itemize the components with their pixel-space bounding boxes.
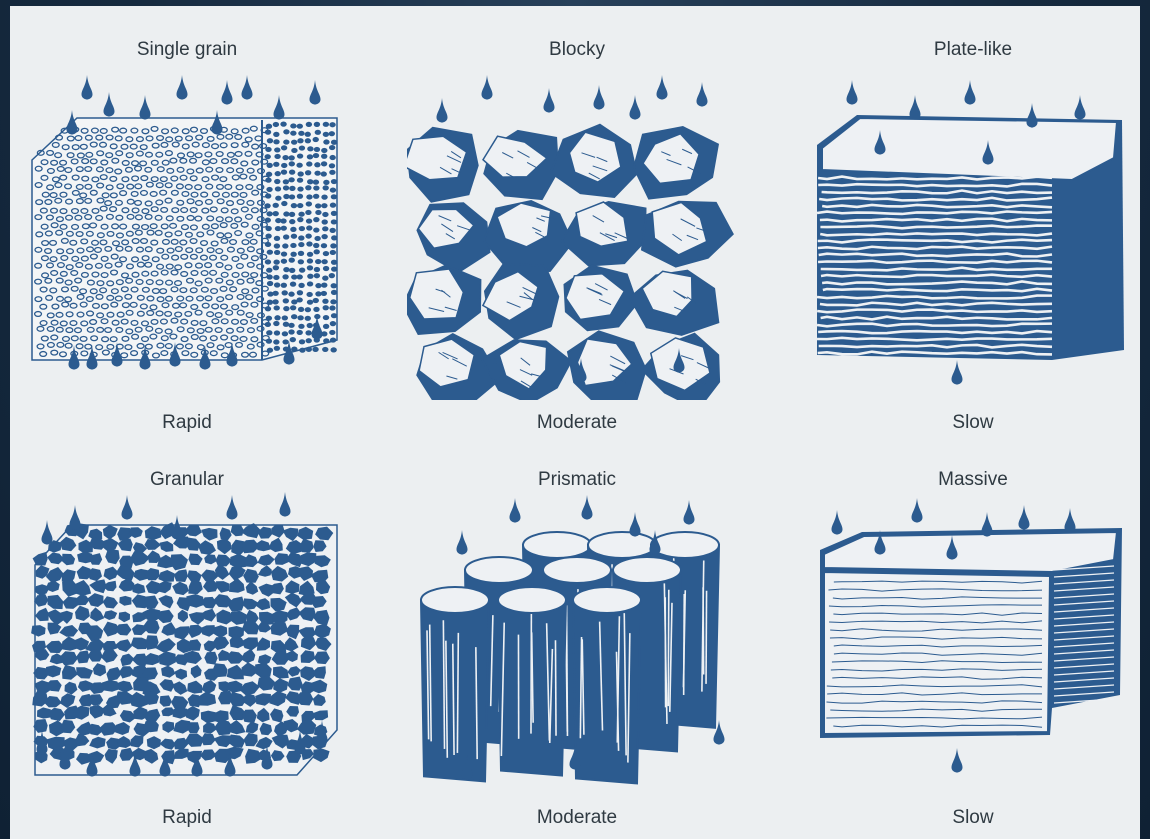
cell-title-granular: Granular (37, 469, 337, 491)
massive-illustration (802, 490, 1142, 820)
water-drop-icon (177, 75, 188, 100)
water-drop-icon (594, 85, 605, 110)
water-drop-icon (140, 95, 151, 120)
water-drop-icon (222, 80, 233, 105)
cell-title-single-grain: Single grain (37, 39, 337, 61)
water-drop-icon (982, 512, 993, 537)
water-drop-icon (630, 512, 641, 537)
cell-title-plate-like: Plate-like (823, 39, 1123, 61)
water-drop-icon (657, 75, 668, 100)
water-drop-icon (1027, 103, 1038, 128)
water-drop-icon (70, 505, 81, 530)
drainage-rate-plate-like: Slow (823, 412, 1123, 434)
water-drop-icon (457, 530, 468, 555)
water-drop-icon (274, 95, 285, 120)
drainage-rate-single-grain: Rapid (37, 412, 337, 434)
cell-title-prismatic: Prismatic (427, 469, 727, 491)
water-drop-icon (544, 88, 555, 113)
water-drop-icon (832, 510, 843, 535)
water-drop-icon (582, 495, 593, 520)
water-drop-icon (847, 80, 858, 105)
drainage-rate-massive: Slow (823, 807, 1123, 829)
single-grain-illustration (17, 70, 357, 400)
water-drop-icon (684, 500, 695, 525)
water-drop-icon (697, 82, 708, 107)
water-drop-icon (910, 95, 921, 120)
drainage-rate-prismatic: Moderate (427, 807, 727, 829)
water-drop-icon (310, 80, 321, 105)
water-drop-icon (42, 520, 53, 545)
drainage-rate-granular: Rapid (37, 807, 337, 829)
water-drop-icon (82, 75, 93, 100)
water-drop-icon (104, 92, 115, 117)
water-drop-icon (242, 75, 253, 100)
water-drop-icon (630, 95, 641, 120)
water-drop-icon (952, 748, 963, 773)
water-drop-icon (510, 498, 521, 523)
water-drop-icon (122, 495, 133, 520)
water-drop-icon (482, 75, 493, 100)
plate-like-illustration (802, 70, 1142, 400)
water-drop-icon (1075, 95, 1086, 120)
water-drop-icon (1065, 508, 1076, 533)
cell-title-massive: Massive (823, 469, 1123, 491)
water-drop-icon (912, 498, 923, 523)
water-drop-icon (227, 495, 238, 520)
granular-illustration (17, 490, 357, 820)
cell-title-blocky: Blocky (427, 39, 727, 61)
blocky-illustration (407, 70, 747, 400)
water-drop-icon (1019, 505, 1030, 530)
water-drop-icon (952, 360, 963, 385)
water-drop-icon (437, 98, 448, 123)
water-drop-icon (280, 492, 291, 517)
drainage-rate-blocky: Moderate (427, 412, 727, 434)
water-drop-icon (965, 80, 976, 105)
prismatic-illustration (407, 490, 747, 820)
